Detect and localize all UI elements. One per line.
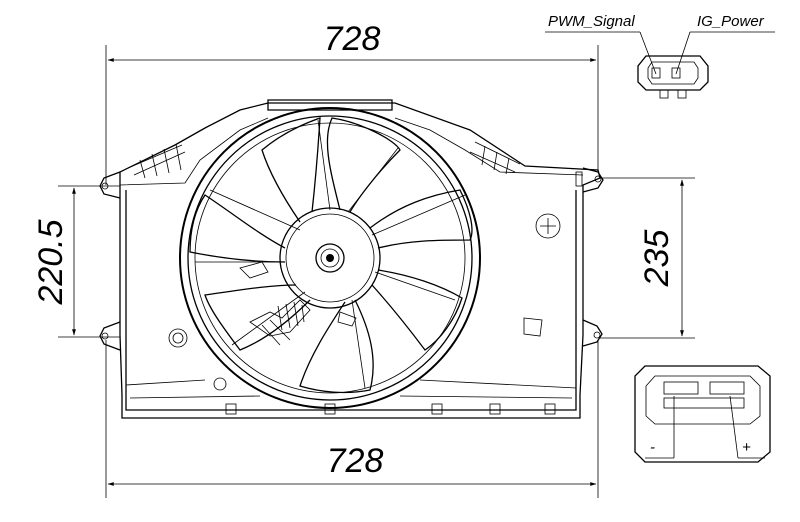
- bottom-width-label: 728: [327, 442, 384, 480]
- top-connector: PWM_Signal IG_Power: [545, 13, 775, 99]
- minus-label: -: [650, 439, 655, 456]
- fan-shroud: [119, 99, 601, 419]
- top-width-dimension: 728: [105, 20, 599, 185]
- ig-power-label: IG_Power: [697, 13, 765, 30]
- fan-ring: [179, 107, 481, 409]
- fan-hub: [279, 207, 381, 309]
- pwm-signal-label: PWM_Signal: [548, 13, 635, 30]
- top-width-label: 728: [324, 20, 381, 58]
- right-height-dimension: 235: [600, 177, 695, 339]
- plus-label: +: [742, 439, 751, 456]
- fan-blades: [189, 117, 473, 394]
- left-height-dimension: 220.5: [32, 185, 120, 338]
- mounting-ears: [99, 167, 604, 351]
- bottom-width-dimension: 728: [105, 340, 599, 498]
- right-height-label: 235: [638, 230, 676, 288]
- motor-wiring: [239, 261, 357, 346]
- bottom-connector: - +: [634, 365, 771, 463]
- left-height-label: 220.5: [32, 219, 70, 305]
